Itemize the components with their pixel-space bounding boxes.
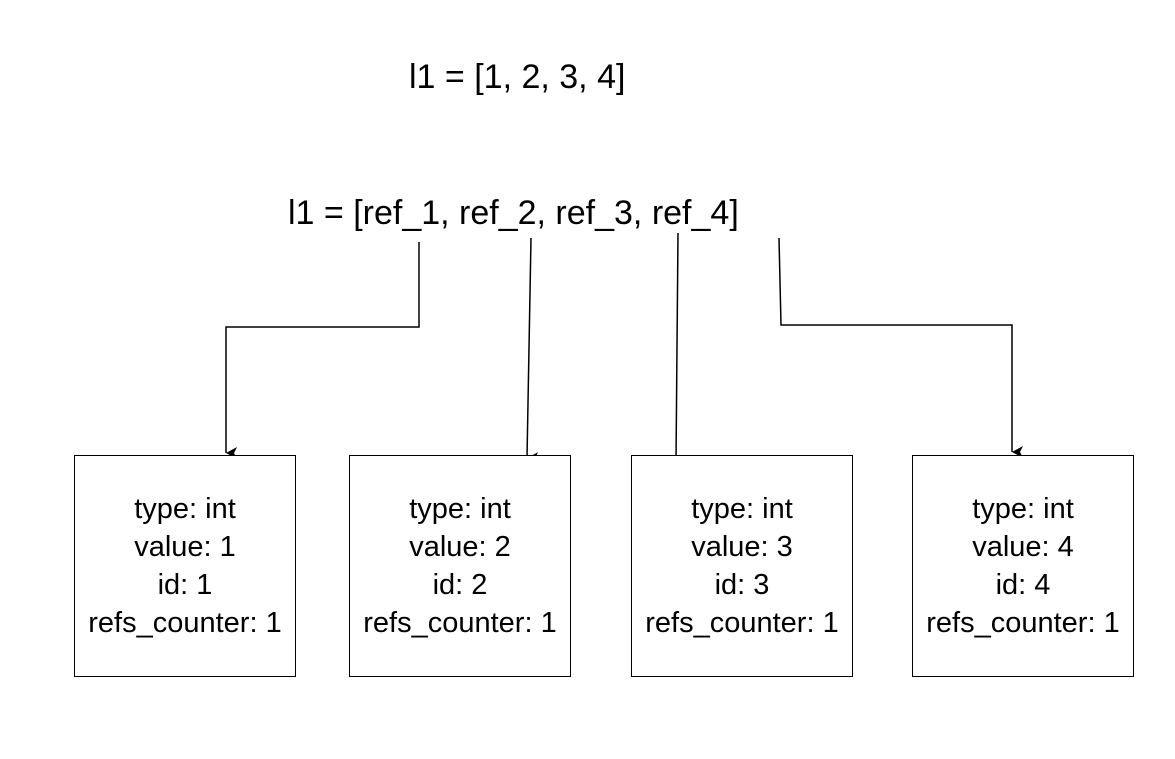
object-refs-counter: refs_counter: 1 xyxy=(926,607,1120,639)
object-type: type: int xyxy=(409,493,511,525)
list-references-line: l1 = [ref_1, ref_2, ref_3, ref_4] xyxy=(288,194,739,232)
object-type: type: int xyxy=(691,493,793,525)
object-value: value: 1 xyxy=(134,531,236,563)
object-id: id: 4 xyxy=(995,569,1051,601)
object-id: id: 3 xyxy=(714,569,770,601)
object-value: value: 3 xyxy=(691,531,793,563)
object-type: type: int xyxy=(972,493,1074,525)
int-object-box-2: type: int value: 2 id: 2 refs_counter: 1 xyxy=(349,455,571,677)
int-object-box-1: type: int value: 1 id: 1 refs_counter: 1 xyxy=(74,455,296,677)
arrow-ref-2 xyxy=(526,237,539,465)
object-value: value: 2 xyxy=(409,531,511,563)
object-refs-counter: refs_counter: 1 xyxy=(645,607,839,639)
arrow-ref-3 xyxy=(675,232,688,469)
int-object-box-4: type: int value: 4 id: 4 refs_counter: 1 xyxy=(912,455,1134,677)
object-refs-counter: refs_counter: 1 xyxy=(363,607,557,639)
arrow-ref-1 xyxy=(225,242,420,459)
object-id: id: 2 xyxy=(432,569,488,601)
object-value: value: 4 xyxy=(972,531,1074,563)
list-literal-line: l1 = [1, 2, 3, 4] xyxy=(409,58,626,96)
int-object-box-3: type: int value: 3 id: 3 refs_counter: 1 xyxy=(631,455,853,677)
object-refs-counter: refs_counter: 1 xyxy=(88,607,282,639)
arrow-ref-4 xyxy=(778,237,1023,458)
object-id: id: 1 xyxy=(157,569,213,601)
object-type: type: int xyxy=(134,493,236,525)
